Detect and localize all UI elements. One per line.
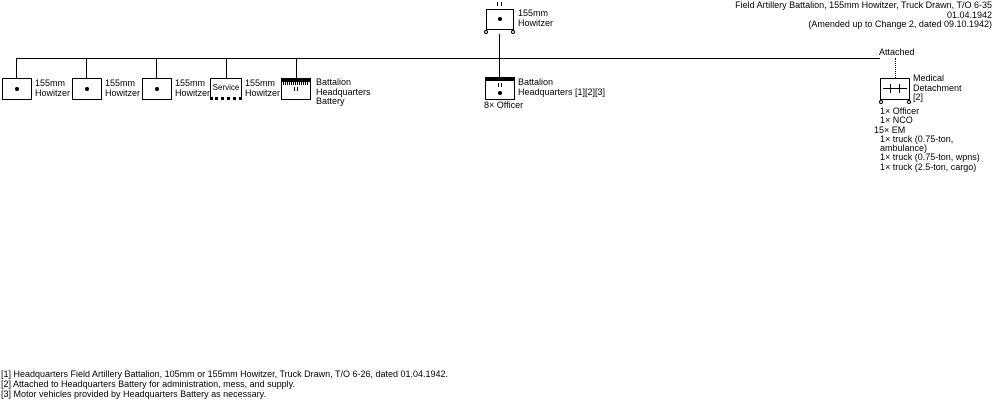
unit-label: Medical Detachment [2] <box>913 73 962 102</box>
connector-drop <box>16 58 17 78</box>
artillery-dot-icon <box>15 87 19 91</box>
medical-cross-icon <box>899 84 900 93</box>
echelon-tick <box>498 83 499 87</box>
list-item: 1× Officer <box>880 106 920 116</box>
footnote: [2] Attached to Headquarters Battery for… <box>1 379 295 389</box>
medical-cross-icon <box>883 88 907 89</box>
attached-dotted-line <box>500 58 880 59</box>
unit-label: Battalion Headquarters [1][2][3] <box>518 77 606 97</box>
unit-symbol-box <box>485 77 515 100</box>
unit-symbol-box <box>880 78 910 100</box>
list-item: 1× NCO <box>880 115 913 126</box>
connector-drop <box>156 58 157 78</box>
artillery-dot-icon <box>498 17 502 21</box>
service-box-text: Service <box>212 83 240 92</box>
unit-label: 155mm Howitzer <box>35 78 71 98</box>
footnotes: [1] Headquarters Field Artillery Battali… <box>1 369 448 399</box>
connector-drop <box>226 58 227 78</box>
hq-personnel: 8× Officer <box>484 100 524 110</box>
wheel-icon <box>907 100 911 104</box>
echelon-tick <box>501 2 502 6</box>
unit-label: 155mm Howitzer <box>175 78 211 98</box>
footnote: [1] Headquarters Field Artillery Battali… <box>1 369 449 379</box>
header-block: Field Artillery Battalion, 155mm Howitze… <box>735 0 992 30</box>
header-title: Field Artillery Battalion, 155mm Howitze… <box>735 0 992 10</box>
connector-drop <box>296 58 297 78</box>
echelon-tick <box>294 87 295 91</box>
attached-label: Attached <box>879 47 915 57</box>
connector-drop <box>499 58 500 78</box>
unit-symbol-box <box>142 78 172 100</box>
header-date: 01.04.1942 <box>946 9 992 20</box>
artillery-dot-icon <box>155 87 159 91</box>
unit-label: 155mm Howitzer <box>245 78 281 98</box>
medical-cross-icon <box>890 84 891 93</box>
hq-hatch <box>283 82 309 85</box>
unit-symbol-box <box>281 78 311 100</box>
unit-label: Battalion Headquarters Battery <box>316 77 371 106</box>
list-item: 1× truck (0.75-ton, wpns) <box>880 152 980 163</box>
unit-symbol-box <box>486 9 514 30</box>
unit-label: 155mm Howitzer <box>105 78 141 98</box>
artillery-dot-icon <box>498 91 502 95</box>
list-item: 15× EM <box>874 124 906 135</box>
connector-drop <box>86 58 87 78</box>
echelon-tick <box>501 83 502 87</box>
wheel-icon <box>511 30 515 34</box>
top-unit-label: 155mm Howitzer <box>518 8 554 28</box>
artillery-dot-icon <box>85 87 89 91</box>
attached-dotted-drop <box>895 58 896 78</box>
unit-symbol-box <box>72 78 102 100</box>
connector-vertical-top <box>499 34 500 59</box>
wheel-icon <box>879 100 883 104</box>
list-item: 1× truck (0.75-ton, ambulance) <box>880 133 954 154</box>
medical-equipment-list: 1× Officer 1× NCO 15× EM 1× truck (0.75-… <box>874 106 1000 172</box>
echelon-tick <box>497 2 498 6</box>
unit-symbol-box: Service <box>210 78 242 100</box>
echelon-tick <box>297 87 298 91</box>
connector-horizontal <box>16 58 880 59</box>
list-item: 1× truck (2.5-ton, cargo) <box>880 161 977 172</box>
header-amended: (Amended up to Change 2, dated 09.10.194… <box>808 19 992 29</box>
footnote: [3] Motor vehicles provided by Headquart… <box>1 389 266 399</box>
wheel-icon <box>484 30 488 34</box>
unit-symbol-box <box>2 78 32 100</box>
